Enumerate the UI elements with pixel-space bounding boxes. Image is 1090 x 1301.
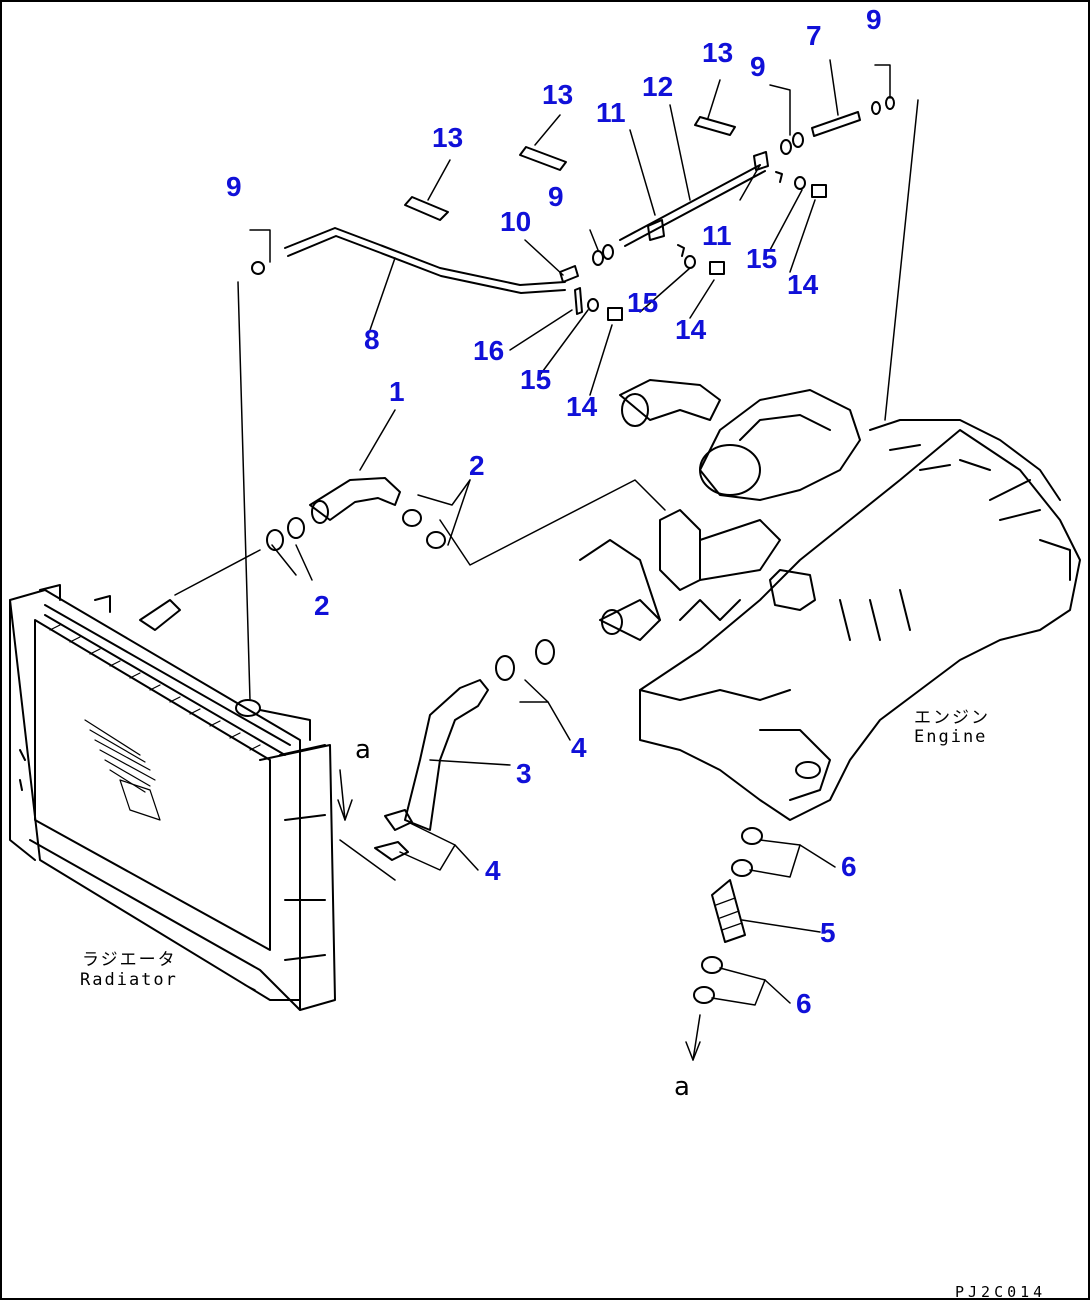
callout-14: 14 bbox=[566, 391, 598, 422]
callout-13: 13 bbox=[702, 37, 734, 68]
callout-6: 6 bbox=[796, 988, 812, 1019]
callout-6: 6 bbox=[841, 851, 857, 882]
callout-14: 14 bbox=[787, 269, 819, 300]
clamps-4 bbox=[374, 639, 555, 861]
callout-11: 11 bbox=[702, 220, 732, 251]
callout-12: 12 bbox=[642, 71, 674, 102]
tube-7 bbox=[811, 111, 861, 137]
tube-8 bbox=[251, 227, 566, 294]
callout-13: 13 bbox=[432, 122, 464, 153]
leader-lines bbox=[174, 59, 919, 1006]
callout-7: 7 bbox=[806, 20, 822, 51]
callout-2: 2 bbox=[314, 590, 330, 621]
connector-10-11-16 bbox=[559, 151, 783, 315]
callout-5: 5 bbox=[820, 917, 836, 948]
tube-12 bbox=[619, 164, 766, 247]
callout-3: 3 bbox=[516, 758, 532, 789]
clamps-6 bbox=[693, 827, 763, 1004]
bolts-13 bbox=[404, 116, 736, 221]
hose-5 bbox=[711, 879, 746, 943]
hose-3 bbox=[404, 679, 489, 831]
radiator bbox=[9, 584, 336, 1011]
callout-2: 2 bbox=[469, 450, 485, 481]
callout-4: 4 bbox=[571, 732, 587, 763]
callout-16: 16 bbox=[473, 335, 505, 366]
drawing-code: PJ2C014 bbox=[955, 1283, 1047, 1301]
callout-1: 1 bbox=[389, 376, 405, 407]
reference-a-top: a bbox=[355, 735, 371, 765]
callout-9: 9 bbox=[226, 171, 242, 202]
radiator-label-en: Radiator bbox=[80, 970, 178, 990]
engine-label-en: Engine bbox=[914, 727, 988, 747]
ref-arrows bbox=[244, 769, 701, 1061]
callout-9: 9 bbox=[750, 51, 766, 82]
nuts-14 bbox=[607, 184, 827, 321]
callout-9: 9 bbox=[866, 4, 882, 35]
engine-label-jp: エンジン bbox=[914, 708, 990, 728]
hose-1 bbox=[309, 477, 401, 524]
callout-8: 8 bbox=[364, 324, 380, 355]
callout-15: 15 bbox=[746, 243, 778, 274]
callout-15: 15 bbox=[520, 364, 552, 395]
callout-15: 15 bbox=[627, 287, 659, 318]
callout-10: 10 bbox=[500, 206, 532, 237]
callout-4: 4 bbox=[485, 855, 501, 886]
gaskets-9 bbox=[592, 96, 895, 266]
reference-a-bottom: a bbox=[674, 1072, 690, 1102]
callout-14: 14 bbox=[675, 314, 707, 345]
callout-11: 11 bbox=[596, 97, 626, 128]
callout-13: 13 bbox=[542, 79, 574, 110]
radiator-label-jp: ラジエータ bbox=[82, 950, 177, 970]
callout-9: 9 bbox=[548, 181, 564, 212]
clamps-2 bbox=[266, 509, 446, 551]
engine bbox=[579, 379, 1081, 821]
